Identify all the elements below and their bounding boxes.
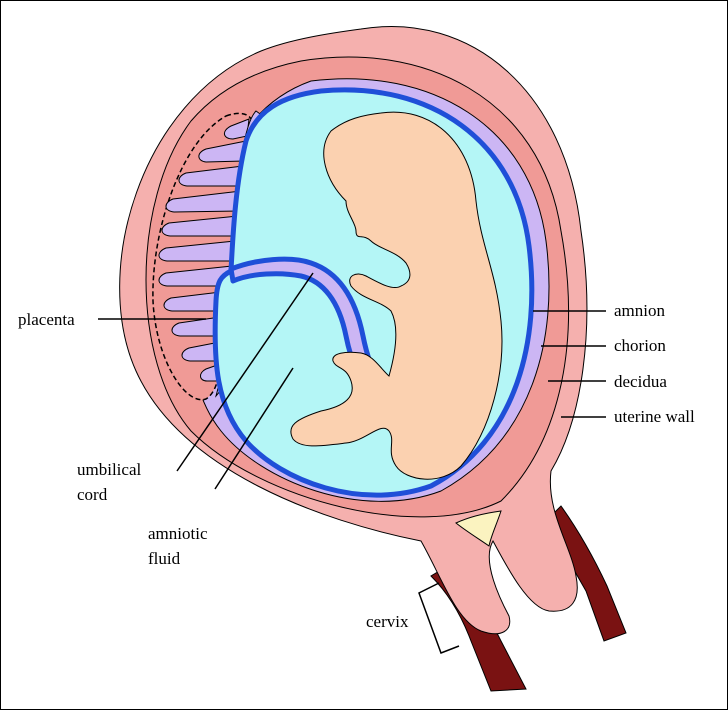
umbilical-cord-leader [176,272,314,472]
cervix-label: cervix [366,612,409,631]
embryo [290,111,503,480]
amniotic-fluid-label-line2: fluid [148,549,181,568]
amniotic-fluid-label-line1: amniotic [148,524,208,543]
chorion-label: chorion [614,336,666,355]
cervix-bracket [418,582,460,654]
amnion-label: amnion [614,301,665,320]
uterine-wall-label: uterine wall [614,407,695,426]
leader-lines [98,272,606,654]
umbilical-cord-label-line1: umbilical [77,460,141,479]
umbilical-cord-label-line2: cord [77,485,108,504]
mucus-plug [455,510,502,547]
amniotic-fluid-leader [214,367,294,490]
decidua-label: decidua [614,372,667,391]
placenta-label: placenta [18,310,75,329]
